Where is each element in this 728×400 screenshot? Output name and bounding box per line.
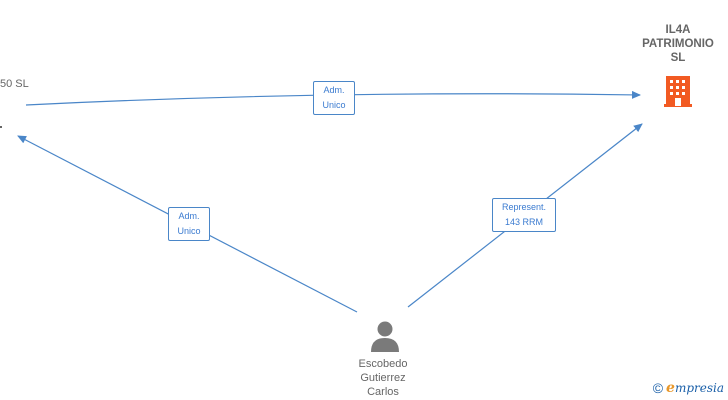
left-company-label[interactable]: 50 SL xyxy=(0,78,29,90)
brand-e-logo: e xyxy=(666,380,675,396)
edge-label-left-line-1: Adm. xyxy=(178,211,200,221)
left-company-marker xyxy=(0,126,2,128)
edge-label-top-line-2: Unico xyxy=(322,100,346,110)
edge-label-right-line-2: 143 RRM xyxy=(504,217,543,227)
target-company-label-line-3: SL xyxy=(670,52,686,64)
brand-name-rest: mpresia xyxy=(674,381,724,395)
brand-name: empresia xyxy=(666,380,724,396)
edge-label-top-line-1: Adm. xyxy=(323,85,345,95)
copyright-symbol: © xyxy=(652,380,664,396)
person-label[interactable]: Escobedo Gutierrez Carlos xyxy=(335,357,431,399)
target-company-label[interactable]: IL4A PATRIMONIO SL xyxy=(628,23,728,65)
edge-label-right-line-1: Represent. xyxy=(501,202,547,212)
edge-label-top[interactable]: Adm. Unico xyxy=(313,81,355,115)
person-label-line-3: Carlos xyxy=(367,386,399,398)
edge-label-left-line-2: Unico xyxy=(177,226,201,236)
building-icon[interactable] xyxy=(664,76,692,107)
person-label-line-2: Gutierrez xyxy=(360,372,406,384)
edge-label-left[interactable]: Adm. Unico xyxy=(168,207,210,241)
target-company-label-line-2: PATRIMONIO xyxy=(642,38,714,50)
target-company-label-line-1: IL4A xyxy=(665,24,691,36)
person-icon[interactable] xyxy=(371,321,399,353)
copyright-watermark: © empresia xyxy=(653,380,724,396)
edge-label-right[interactable]: Represent. 143 RRM xyxy=(492,198,556,232)
person-label-line-1: Escobedo xyxy=(358,358,408,370)
